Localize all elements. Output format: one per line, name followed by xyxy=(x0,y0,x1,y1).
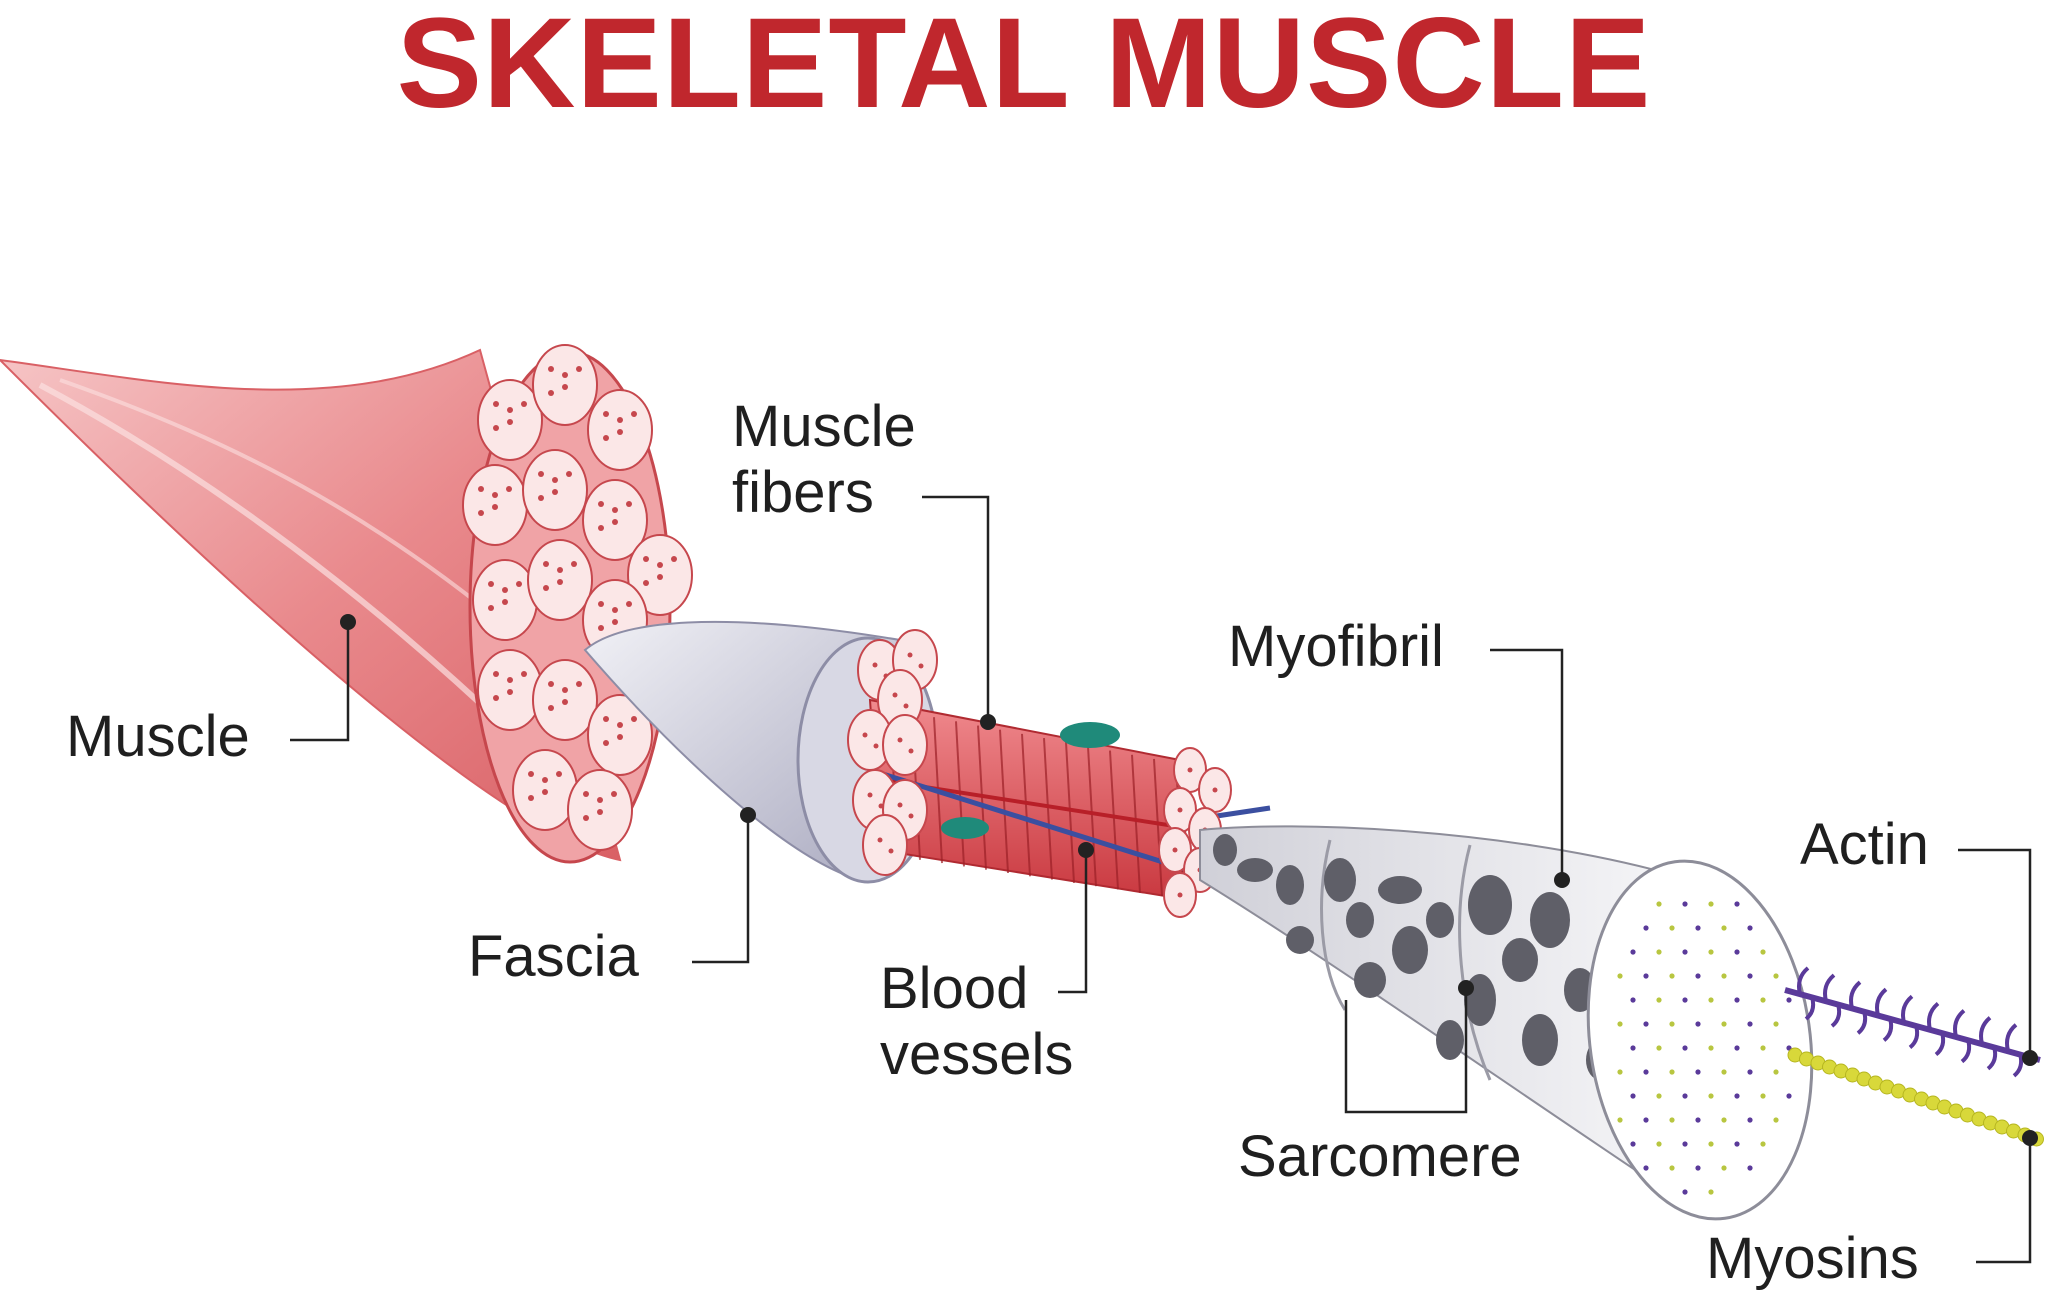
nucleus xyxy=(1060,722,1120,748)
label-blood-vessels-2: vessels xyxy=(880,1022,1074,1087)
leader-myofibril xyxy=(1490,648,1564,880)
myofibril-blob xyxy=(1286,926,1314,954)
label-muscle-fibers-2: fibers xyxy=(732,460,874,525)
label-fascia: Fascia xyxy=(468,924,639,989)
diagram-title: SKELETAL MUSCLE xyxy=(396,0,1652,135)
leader-myosins xyxy=(1976,1138,2032,1264)
myofibril-blob xyxy=(1392,926,1428,974)
fiber-end xyxy=(882,714,928,776)
myofibril-blob xyxy=(1324,858,1356,902)
myofibril-blob xyxy=(1354,962,1386,998)
leader-muscle-fibers xyxy=(922,495,990,722)
label-muscle-fibers-1: Muscle xyxy=(732,394,916,459)
label-myosins: Myosins xyxy=(1706,1226,1919,1291)
label-muscle: Muscle xyxy=(66,704,250,769)
myofibril-blob xyxy=(1502,938,1538,982)
myofibril-blob xyxy=(1276,865,1304,905)
myofibril-blob xyxy=(1522,1014,1558,1066)
fiber-end xyxy=(862,814,908,876)
myofibril-cross-section xyxy=(1586,859,1814,1221)
muscle-fiber-bundle xyxy=(847,629,1271,918)
actin-filament xyxy=(1784,987,2041,1063)
label-myofibril: Myofibril xyxy=(1228,614,1444,679)
myofibril-cone xyxy=(1199,825,1814,1221)
myofibril-blob xyxy=(1468,875,1512,935)
muscle-belly xyxy=(0,344,693,864)
myofibril-blob xyxy=(1378,876,1422,904)
leader-lines xyxy=(290,495,2038,1264)
myofibril-blob xyxy=(1436,1020,1464,1060)
myosin-filament xyxy=(1787,1047,2044,1147)
label-sarcomere: Sarcomere xyxy=(1238,1124,1522,1189)
nucleus xyxy=(941,817,989,839)
myofibril-blob xyxy=(1237,858,1273,882)
leader-actin xyxy=(1958,848,2032,1058)
myofibril-blob xyxy=(1346,902,1374,938)
label-blood-vessels-1: Blood xyxy=(880,956,1029,1021)
leader-sarcomere xyxy=(1344,988,1468,1114)
myofibril-blob xyxy=(1426,902,1454,938)
label-actin: Actin xyxy=(1800,812,1929,877)
filaments xyxy=(1784,966,2044,1147)
leader-blood-vessels xyxy=(1058,850,1088,994)
leader-muscle xyxy=(290,622,350,742)
leader-fascia xyxy=(692,815,750,964)
myofibril-blob xyxy=(1213,834,1237,866)
myofibril-blob xyxy=(1530,892,1570,948)
